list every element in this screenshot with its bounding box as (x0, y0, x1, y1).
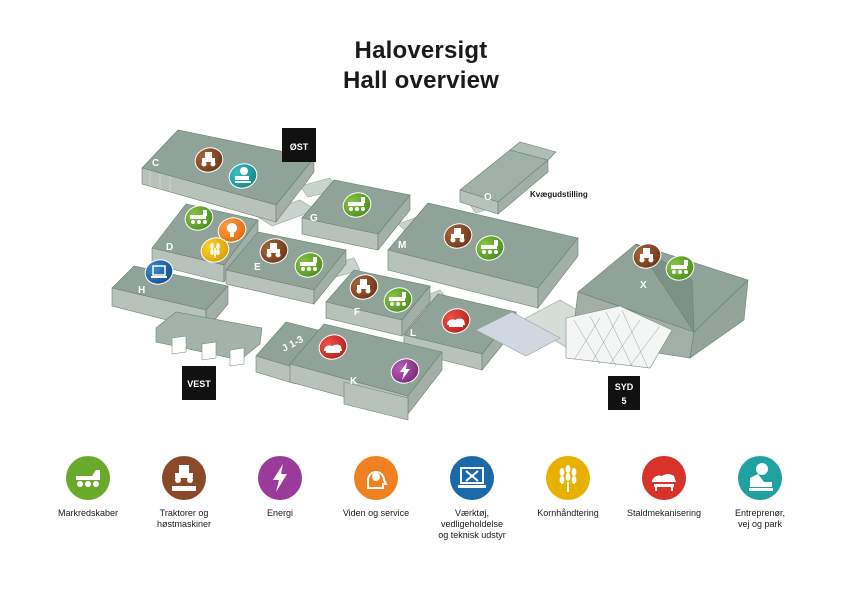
legend-label: Kornhåndtering (537, 508, 599, 518)
hall-o-letter: O (484, 192, 492, 203)
hall-l-letter: L (410, 328, 416, 339)
gate-south-number: 5 (621, 396, 626, 406)
legend-item-energi[interactable]: Energi (232, 456, 328, 519)
legend-label: Værktøj, vedligeholdelse og teknisk udst… (438, 508, 506, 540)
hall-h-letter: H (138, 285, 145, 296)
legend-item-staldmekanisering[interactable]: Staldmekanisering (616, 456, 712, 519)
hall-d[interactable]: D (151, 203, 259, 283)
seed-drill-icon (66, 456, 110, 500)
tools-marker[interactable] (142, 256, 176, 287)
legend-label: Traktorer og høstmaskiner (156, 508, 211, 529)
hall-g-letter: G (310, 213, 318, 224)
livestock-icon (642, 456, 686, 500)
tractor-icon (162, 456, 206, 500)
gate-west-label: VEST (187, 379, 211, 389)
gate-west[interactable]: VEST (182, 366, 216, 400)
livestock-marker[interactable] (316, 331, 350, 362)
legend-item-viden[interactable]: Viden og service (328, 456, 424, 519)
title-english: Hall overview (342, 67, 499, 94)
legend: Markredskaber Traktorer og høstmaskiner … (40, 456, 820, 576)
drill-marker[interactable] (663, 252, 697, 283)
legend-label: Entreprenør, vej og park (734, 508, 786, 529)
lightning-marker[interactable] (388, 355, 422, 386)
legend-label: Viden og service (342, 508, 410, 518)
tools-laptop-icon (450, 456, 494, 500)
hall-x-letter: X (640, 280, 647, 291)
legend-label: Staldmekanisering (626, 508, 702, 518)
tractor-marker[interactable] (441, 220, 475, 251)
drill-marker[interactable] (473, 232, 507, 263)
gate-south-label: SYD (615, 382, 634, 392)
title-danish: Haloversigt (354, 37, 488, 64)
legend-label: Energi (266, 508, 293, 518)
bulb-marker[interactable] (215, 214, 249, 245)
tractor-marker[interactable] (347, 271, 381, 302)
hall-k-letter: K (350, 376, 358, 387)
legend-item-kornhaandtering[interactable]: Kornhåndtering (520, 456, 616, 519)
gate-south[interactable]: SYD 5 (608, 376, 640, 410)
legend-item-traktorer[interactable]: Traktorer og høstmaskiner (136, 456, 232, 530)
cattle-show-label: Kvægudstilling (530, 190, 588, 199)
drill-marker[interactable] (292, 249, 326, 280)
hall-f-letter: F (354, 307, 360, 318)
excavator-marker[interactable] (226, 160, 260, 191)
hall-j[interactable]: J 1-3 (155, 311, 327, 385)
legend-item-entreprenoer[interactable]: Entreprenør, vej og park (712, 456, 808, 530)
gate-east-label: ØST (290, 142, 309, 152)
excavator-icon (738, 456, 782, 500)
grain-icon (546, 456, 590, 500)
legend-label: Markredskaber (57, 508, 119, 518)
drill-marker[interactable] (182, 202, 216, 233)
livestock-marker[interactable] (439, 305, 473, 336)
lightning-icon (258, 456, 302, 500)
gate-east[interactable]: ØST (282, 128, 316, 162)
hall-d-letter: D (166, 242, 173, 253)
drill-marker[interactable] (381, 284, 415, 315)
grain-marker[interactable] (198, 234, 232, 265)
tractor-marker[interactable] (192, 144, 226, 175)
hall-c[interactable]: C (141, 129, 315, 223)
legend-item-vaerktoej[interactable]: Værktøj, vedligeholdelse og teknisk udst… (424, 456, 520, 541)
hall-x[interactable]: X (475, 243, 749, 369)
lightbulb-head-icon (354, 456, 398, 500)
legend-item-markredskaber[interactable]: Markredskaber (40, 456, 136, 519)
page-title: Haloversigt Hall overview (0, 36, 842, 96)
tractor-marker[interactable] (630, 240, 664, 271)
hall-o[interactable]: O (459, 141, 557, 215)
hall-m-letter: M (398, 240, 406, 251)
drill-marker[interactable] (340, 189, 374, 220)
hall-e-letter: E (254, 262, 261, 273)
hall-c-letter: C (152, 158, 159, 169)
category-markers (142, 144, 697, 386)
tractor-marker[interactable] (257, 235, 291, 266)
